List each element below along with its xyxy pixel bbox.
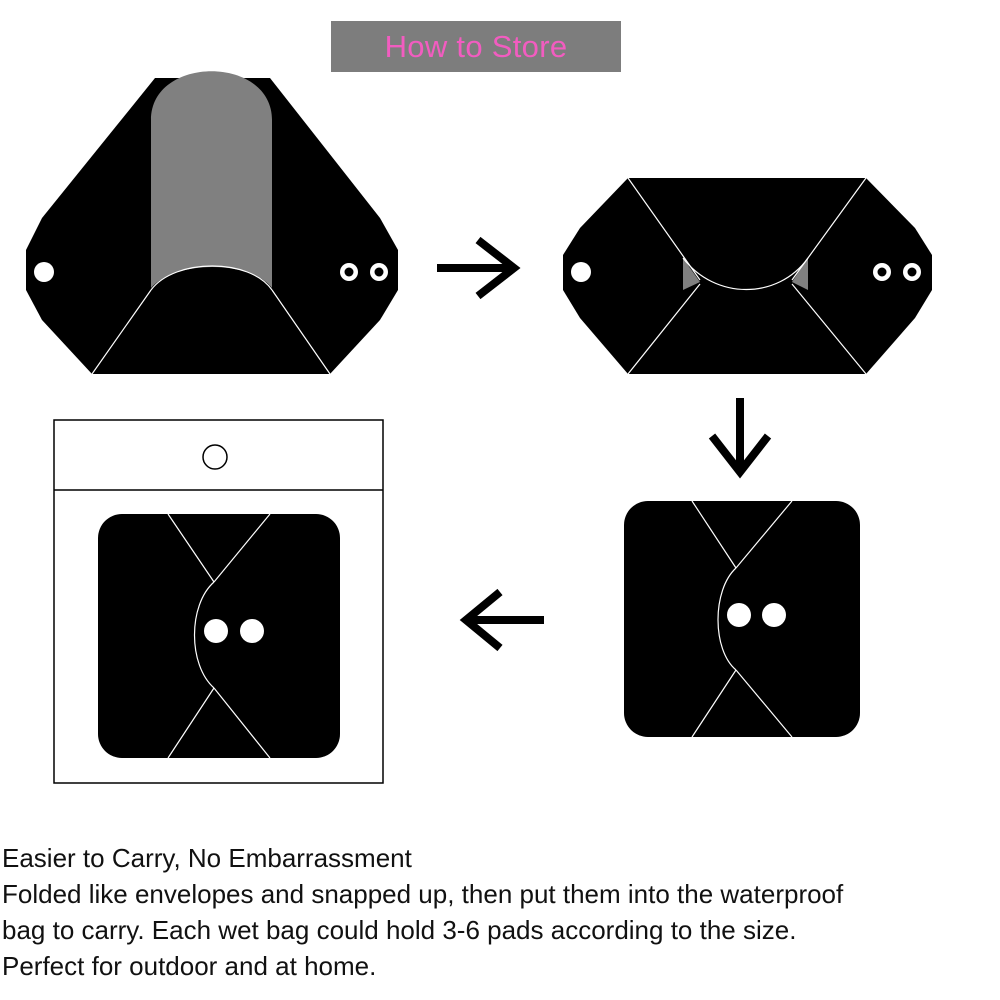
fold-curve [717, 567, 737, 671]
snap-button-icon [34, 262, 54, 282]
fold-line [627, 283, 701, 375]
fold-line [791, 283, 867, 375]
storage-diagram [26, 71, 932, 784]
snap-button-icon [727, 603, 751, 627]
fold-line [213, 687, 271, 759]
snap-button-icon [240, 619, 264, 643]
snap-button-icon [204, 619, 228, 643]
fold-line [91, 289, 152, 375]
fold-curve [193, 581, 215, 689]
right-arrow-icon [437, 236, 521, 300]
title-banner: How to Store [331, 21, 621, 72]
title-text: How to Store [384, 28, 568, 64]
snap-button-center [877, 267, 887, 277]
center-fold-curve [682, 257, 809, 290]
caption-heading: Easier to Carry, No Embarrassment [2, 843, 412, 873]
fold-line [735, 500, 793, 569]
fold-line [691, 669, 737, 738]
pad-bottom-flap-curve [150, 265, 273, 291]
caption-line-2: bag to carry. Each wet bag could hold 3-… [2, 915, 797, 945]
snap-button-icon [762, 603, 786, 627]
fold-line [691, 500, 737, 569]
fold-line [167, 513, 215, 583]
pad-top-gray-section [151, 71, 272, 288]
caption-line-3: Perfect for outdoor and at home. [2, 951, 377, 981]
snap-button-center [907, 267, 917, 277]
snap-button-icon [571, 262, 591, 282]
pad-body [563, 178, 932, 374]
fold-line [167, 687, 215, 759]
left-arrow-icon [459, 588, 544, 652]
fold-line [791, 177, 867, 281]
down-arrow-icon [708, 398, 772, 479]
caption: Easier to Carry, No Embarrassment Folded… [2, 840, 1000, 984]
step-folded-square-pad [624, 500, 860, 738]
right-wing-gray [792, 258, 808, 290]
caption-line-1: Folded like envelopes and snapped up, th… [2, 879, 844, 909]
fold-line [271, 289, 331, 375]
left-wing-gray [683, 258, 700, 290]
fold-line [735, 669, 793, 738]
step-wings-folded-pad [563, 177, 932, 375]
wet-bag-hang-hole-icon [202, 444, 228, 470]
step-pad-in-wet-bag [53, 419, 384, 784]
fold-line [627, 177, 701, 281]
snap-button-center [344, 267, 354, 277]
fold-line [213, 513, 271, 583]
step-unfolded-pad [26, 71, 398, 375]
snap-button-center [374, 267, 384, 277]
